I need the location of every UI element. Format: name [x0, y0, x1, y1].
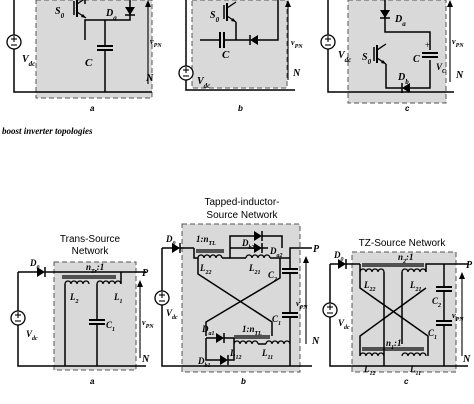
c-label: C: [85, 57, 93, 69]
vdc-label: Vdc: [26, 329, 38, 342]
p-label: P: [466, 260, 473, 271]
c2-label: C2: [432, 296, 441, 309]
c1-label: C1: [272, 314, 281, 327]
plus-sign: +: [425, 40, 430, 50]
d0-label: D0: [29, 258, 40, 271]
vc-label: VC: [436, 62, 447, 75]
c-label: C: [413, 54, 420, 65]
trans-source-title-line2: Network: [72, 246, 110, 257]
c1-label: C1: [428, 328, 437, 341]
c1-label: C1: [106, 320, 115, 333]
figure-caption: boost inverter topologies: [2, 126, 93, 136]
d0-label: D0: [333, 250, 344, 263]
c2-label: C2: [268, 270, 277, 283]
vpn-label: vPN: [142, 318, 154, 330]
top-a-label: a: [90, 104, 95, 113]
s0-label: S0: [210, 10, 220, 24]
c-label: C: [222, 49, 230, 61]
tz-source-title: TZ-Source Network: [359, 238, 447, 249]
voltage-source-icon: [6, 34, 22, 50]
top-circuit-b: Vdc S0 C vPN N b: [178, 0, 303, 113]
tapped-inductor-title-line1: Tapped-inductor-: [204, 197, 279, 208]
vdc-label: Vdc: [338, 318, 350, 331]
n-label: N: [455, 70, 464, 81]
trans-source-title-line1: Trans-Source: [60, 234, 121, 245]
vdc-label: Vdc: [166, 308, 178, 321]
d0-label: D0: [165, 234, 176, 247]
s0-label: S0: [362, 52, 372, 66]
voltage-source-icon: [154, 290, 170, 306]
top-c-label: c: [405, 104, 410, 113]
ntr-ratio-label: nTr:1: [86, 262, 104, 275]
bottom-c-label: c: [404, 377, 409, 386]
top-circuit-a: Vdc S0 Da C vPN N a: [6, 0, 162, 113]
vpn-label: vPN: [291, 38, 303, 50]
l2-label: L2: [69, 292, 79, 305]
n-label: N: [462, 354, 471, 365]
top-circuit-c: Vdc Da S0 + C VC Db vPN N c: [320, 0, 464, 113]
n-label: N: [145, 73, 154, 84]
n2-ratio-label: n2:1: [398, 252, 414, 265]
s0-label: S0: [55, 6, 65, 20]
voltage-source-icon: [178, 65, 194, 81]
tapped-inductor-title-line2: Source Network: [206, 210, 278, 221]
bottom-a-label: a: [90, 377, 95, 386]
voltage-source-icon: [320, 34, 336, 50]
voltage-source-icon: [322, 302, 338, 318]
n-label: N: [292, 68, 301, 79]
bottom-circuit-a-trans-source: Trans-Source Network D0 Vdc nTr:1 L2 L1 …: [10, 234, 154, 386]
p-label: P: [142, 268, 149, 279]
bottom-circuit-b-tapped-inductor-source: Tapped-inductor- Source Network D0 Vdc 1…: [154, 197, 320, 386]
vpn-label: vPN: [452, 37, 464, 49]
top-b-label: b: [238, 104, 243, 113]
voltage-source-icon: [10, 310, 26, 326]
bottom-circuit-c-tz-source: TZ-Source Network D0 Vdc n2:1 L22 L21 C2…: [322, 238, 473, 386]
n-label: N: [311, 336, 320, 347]
n-label: N: [141, 354, 150, 365]
bottom-b-label: b: [241, 377, 246, 386]
p-label: P: [313, 244, 320, 255]
vdc-label: Vdc: [22, 54, 35, 68]
l1-label: L1: [113, 292, 123, 305]
